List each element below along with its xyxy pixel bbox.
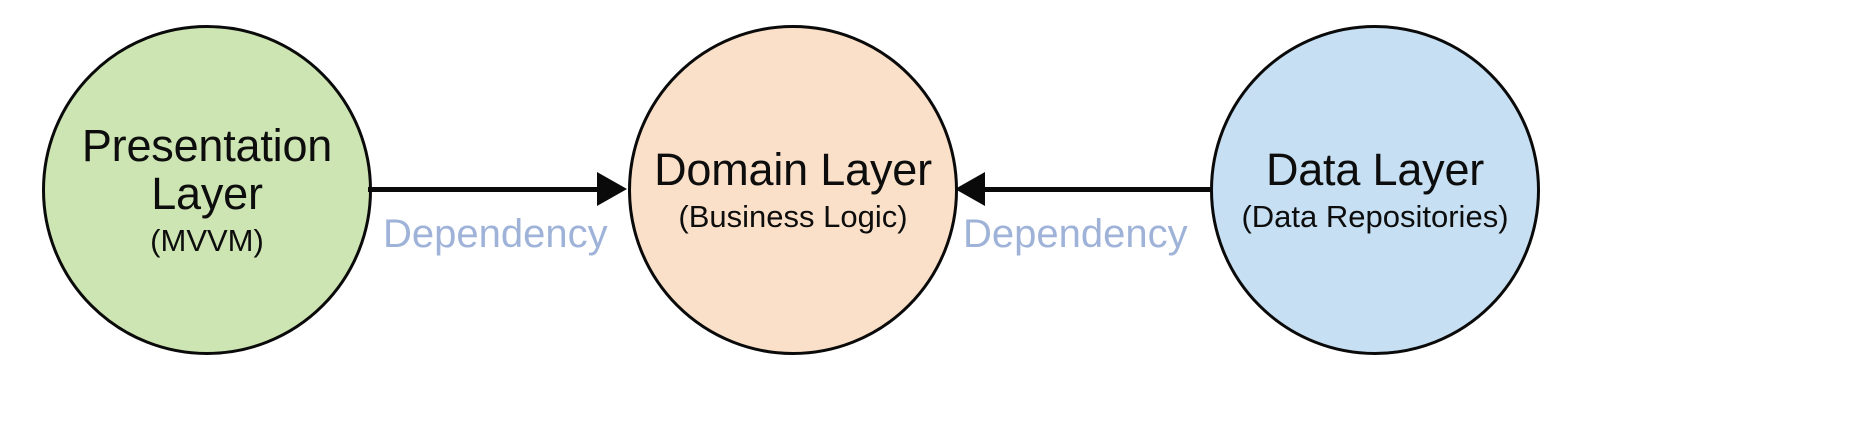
edge-presentation-to-domain-line bbox=[368, 187, 618, 192]
node-presentation-layer[interactable]: Presentation Layer (MVVM) bbox=[42, 25, 372, 355]
arrow-left-icon bbox=[955, 172, 985, 206]
node-domain-layer[interactable]: Domain Layer (Business Logic) bbox=[628, 25, 958, 355]
node-domain-title: Domain Layer bbox=[654, 143, 932, 195]
edge-label-dependency-left: Dependency bbox=[383, 212, 608, 256]
node-data-subtitle: (Data Repositories) bbox=[1241, 199, 1509, 235]
node-domain-subtitle: (Business Logic) bbox=[678, 199, 908, 235]
arrow-right-icon bbox=[597, 172, 627, 206]
edge-data-to-domain-line bbox=[968, 187, 1216, 192]
node-presentation-subtitle: (MVVM) bbox=[150, 223, 264, 259]
node-data-layer[interactable]: Data Layer (Data Repositories) bbox=[1210, 25, 1540, 355]
node-data-title: Data Layer bbox=[1265, 143, 1485, 195]
node-presentation-title: Presentation Layer bbox=[81, 119, 333, 219]
edge-label-dependency-right: Dependency bbox=[963, 212, 1188, 256]
